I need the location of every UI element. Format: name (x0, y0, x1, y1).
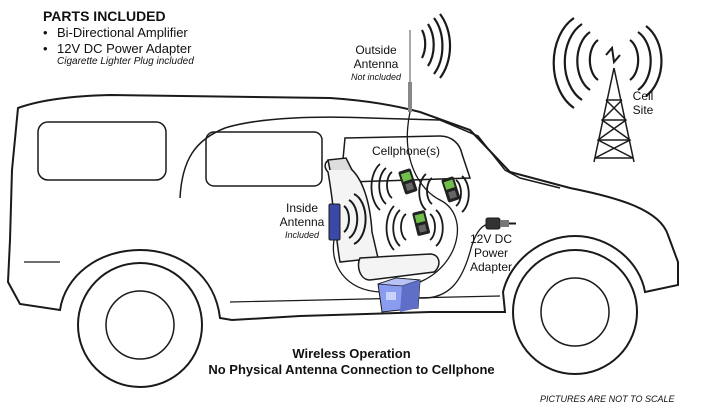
cell-site-label-line: Cell (632, 89, 654, 103)
cell-site-label: Cell Site (628, 89, 658, 118)
cellphone-icon (398, 168, 418, 195)
antenna-cable-icon (332, 239, 381, 293)
power-plug-icon (485, 217, 516, 230)
caption-subtitle: No Physical Antenna Connection to Cellph… (208, 362, 495, 377)
vehicle-outline-icon (6, 93, 679, 322)
front-wheel-icon (512, 249, 638, 375)
parts-item-label: Bi-Directional Amplifier (57, 25, 188, 40)
scale-note: PICTURES ARE NOT TO SCALE (540, 394, 675, 404)
middle-window-icon (205, 131, 323, 187)
rear-window-icon (37, 121, 167, 181)
inside-antenna-icon (328, 193, 367, 245)
parts-list-item: • 12V DC Power Adapter (43, 41, 192, 58)
outside-antenna-signal-icon (421, 13, 452, 79)
outside-antenna-label: Outside Antenna Not included (348, 43, 404, 82)
parts-item-label: 12V DC Power Adapter (57, 41, 192, 56)
roof-line-icon (179, 116, 561, 199)
inside-antenna-note: Included (284, 229, 320, 240)
cellphone-signal-icon (370, 163, 470, 251)
outside-antenna-label-line: Outside (355, 43, 397, 57)
outside-antenna-note: Not included (350, 71, 402, 82)
power-cable-icon (417, 223, 489, 299)
cell-site-signal-icon (552, 17, 663, 109)
bullet: • (43, 41, 48, 56)
inside-antenna-label: Inside Antenna Included (277, 201, 327, 240)
caption-title: Wireless Operation (292, 346, 411, 361)
parts-list: • Bi-Directional Amplifier • 12V DC Powe… (43, 25, 192, 58)
inside-antenna-label-line: Antenna (279, 214, 325, 229)
power-adapter-label-line: 12V DC (469, 232, 513, 246)
power-adapter-label-line: Power (473, 245, 508, 260)
parts-list-item: • Bi-Directional Amplifier (43, 25, 191, 42)
cell-tower-icon (593, 45, 635, 163)
cell-site-label-line: Site (632, 102, 654, 117)
outside-antenna-label-line: Antenna (353, 56, 399, 71)
rocker-line-icon (229, 295, 501, 303)
power-adapter-label: 12V DC Power Adapter (466, 232, 516, 274)
cellphone-icon (412, 210, 430, 236)
rear-wheel-icon (77, 262, 203, 388)
outside-cable-icon (406, 111, 459, 283)
inside-antenna-label-line: Inside (285, 201, 319, 215)
bullet: • (43, 25, 48, 40)
parts-title: PARTS INCLUDED (43, 8, 166, 24)
cellphones-label: Cellphone(s) (372, 144, 441, 158)
cellphone-icon (441, 176, 461, 203)
power-adapter-label-line: Adapter (469, 259, 513, 274)
amplifier-icon (377, 277, 421, 313)
parts-note: Cigarette Lighter Plug included (57, 56, 194, 67)
